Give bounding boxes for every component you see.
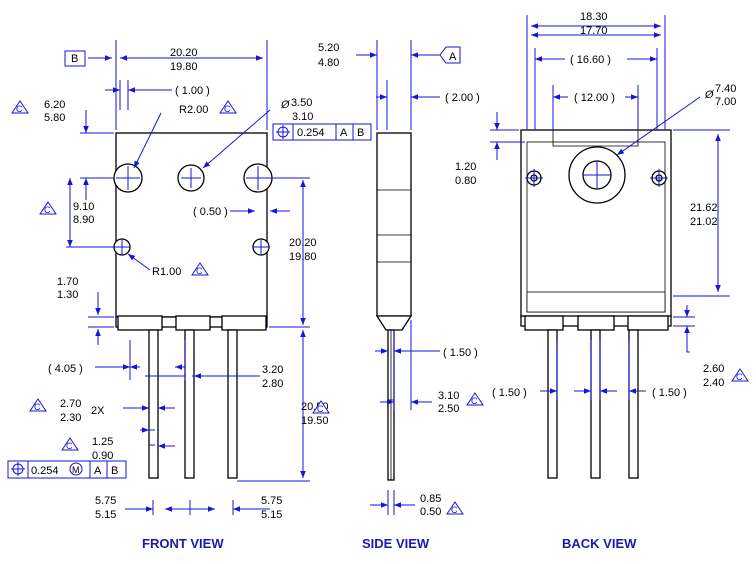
front-fcf: 0.254 A B (272, 123, 372, 141)
front-view-title: FRONT VIEW (142, 536, 224, 551)
svg-text:( 16.60 ): ( 16.60 ) (570, 54, 611, 66)
datum-a: A (449, 51, 457, 63)
svg-text:5.15: 5.15 (95, 509, 116, 521)
svg-text:Ø: Ø (280, 99, 291, 111)
svg-text:7.00: 7.00 (715, 96, 736, 108)
svg-text:( 1.50 ): ( 1.50 ) (443, 347, 478, 359)
svg-text:19.80: 19.80 (170, 61, 198, 73)
svg-text:19.80: 19.80 (289, 251, 317, 263)
front-lead-2 (184, 329, 195, 479)
svg-text:A: A (94, 465, 102, 477)
svg-text:( 2.00 ): ( 2.00 ) (445, 92, 480, 104)
svg-text:Ø: Ø (704, 89, 715, 101)
svg-text:4.80: 4.80 (318, 57, 339, 69)
side-view-title: SIDE VIEW (362, 536, 430, 551)
svg-text:20.20: 20.20 (289, 237, 317, 249)
front-body (115, 132, 268, 318)
svg-text:1.70: 1.70 (57, 276, 78, 288)
front-fcf-2: 0.254 M A B (7, 460, 127, 479)
svg-text:0.254: 0.254 (31, 465, 59, 477)
svg-text:19.50: 19.50 (301, 415, 329, 427)
front-labels: B 20.20 19.80 ( 1.00 ) 6.20 5.80 R2.00 Ø… (7, 47, 372, 521)
svg-text:9.10: 9.10 (73, 201, 94, 213)
svg-text:1.25: 1.25 (92, 436, 113, 448)
back-view-title: BACK VIEW (562, 536, 637, 551)
svg-text:5.80: 5.80 (44, 112, 65, 124)
svg-text:8.90: 8.90 (73, 214, 94, 226)
front-view (113, 132, 273, 479)
svg-text:B: B (357, 127, 364, 139)
back-lead-3 (628, 329, 639, 479)
svg-text:2.60: 2.60 (703, 363, 724, 375)
svg-text:2.50: 2.50 (438, 403, 459, 415)
back-lead-1 (547, 329, 558, 479)
front-lead-1 (148, 329, 159, 479)
side-dimensions (356, 40, 440, 515)
datum-b-box (64, 50, 86, 67)
svg-text:3.50: 3.50 (291, 97, 312, 109)
svg-text:17.70: 17.70 (580, 25, 608, 37)
svg-text:21.02: 21.02 (690, 216, 718, 228)
side-view (375, 132, 413, 481)
svg-text:2.80: 2.80 (262, 378, 283, 390)
svg-text:1.20: 1.20 (455, 161, 476, 173)
svg-text:0.85: 0.85 (420, 493, 441, 505)
back-labels: 18.30 17.70 ( 16.60 ) ( 12.00 ) Ø 7.40 7… (455, 11, 749, 399)
svg-text:2.30: 2.30 (60, 412, 81, 424)
side-body (376, 132, 412, 317)
svg-text:2.70: 2.70 (60, 398, 81, 410)
front-dimensions (66, 40, 310, 515)
svg-text:5.75: 5.75 (261, 495, 282, 507)
svg-text:( 4.05 ): ( 4.05 ) (48, 363, 83, 375)
svg-text:3.10: 3.10 (292, 111, 313, 123)
svg-text:20.20: 20.20 (170, 47, 198, 59)
svg-text:2X: 2X (91, 405, 105, 417)
svg-text:( 12.00 ): ( 12.00 ) (574, 92, 615, 104)
svg-text:B: B (111, 465, 118, 477)
svg-text:R2.00: R2.00 (179, 104, 208, 116)
svg-text:0.254: 0.254 (297, 127, 325, 139)
svg-text:5.15: 5.15 (261, 509, 282, 521)
svg-text:5.20: 5.20 (318, 42, 339, 54)
svg-text:21.62: 21.62 (690, 202, 718, 214)
svg-text:1.30: 1.30 (57, 289, 78, 301)
back-dimensions (490, 15, 730, 400)
svg-text:0.50: 0.50 (420, 506, 441, 518)
svg-text:6.20: 6.20 (44, 99, 65, 111)
svg-text:0.80: 0.80 (455, 175, 476, 187)
svg-text:0.90: 0.90 (92, 450, 113, 462)
svg-text:( 1.00 ): ( 1.00 ) (175, 85, 210, 97)
svg-text:( 0.50 ): ( 0.50 ) (193, 206, 228, 218)
svg-text:7.40: 7.40 (715, 83, 736, 95)
svg-text:( 1.50 ): ( 1.50 ) (652, 387, 687, 399)
back-view (520, 129, 672, 479)
front-lead-3 (227, 329, 238, 479)
svg-text:A: A (340, 127, 348, 139)
svg-text:3.10: 3.10 (438, 390, 459, 402)
svg-text:18.30: 18.30 (580, 11, 608, 23)
svg-text:R1.00: R1.00 (152, 266, 181, 278)
svg-text:( 1.50 ): ( 1.50 ) (492, 387, 527, 399)
side-labels: 5.20 4.80 A ( 2.00 ) ( 1.50 ) 3.10 2.50 … (318, 42, 484, 518)
svg-text:5.75: 5.75 (95, 495, 116, 507)
back-lead-2 (590, 329, 601, 479)
svg-text:3.20: 3.20 (262, 364, 283, 376)
svg-text:M: M (72, 465, 80, 475)
back-pad (526, 291, 666, 313)
svg-text:2.40: 2.40 (703, 377, 724, 389)
datum-b: B (71, 53, 78, 65)
